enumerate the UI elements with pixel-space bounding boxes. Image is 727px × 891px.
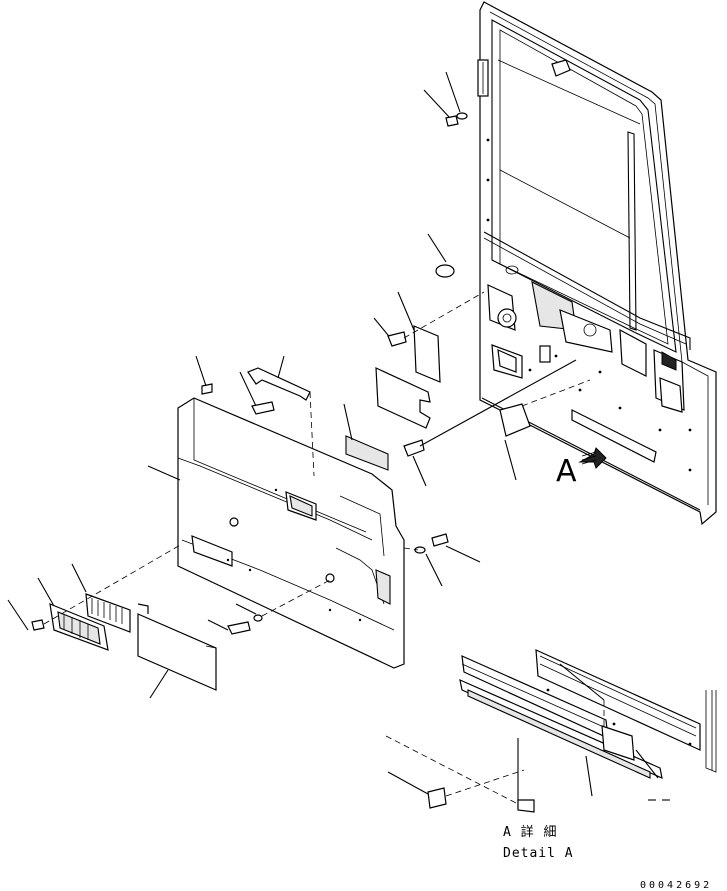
panel-right-fasteners [403, 533, 481, 587]
panel-dots [226, 488, 362, 622]
drawing-code: 00042692 [640, 880, 712, 891]
cover-plate-upper [373, 291, 485, 383]
detail-caption-en: Detail A [503, 846, 574, 861]
view-a-arrow: A [556, 447, 607, 489]
label-card [345, 435, 389, 471]
cap-part [435, 264, 455, 278]
grab-handle [239, 355, 315, 477]
view-label-a: A [556, 454, 577, 489]
detail-caption-jp: A 詳 細 [503, 824, 557, 840]
pocket-cover [137, 603, 217, 699]
lower-panel-fasteners [207, 579, 331, 635]
door-assembly [477, 1, 717, 526]
door-bolt-dots [486, 138, 692, 472]
small-bracket [499, 379, 591, 481]
detail-a-view: A 詳 細 Detail A [385, 649, 717, 861]
inner-trim-panel [177, 397, 405, 669]
door-top-fasteners [423, 71, 468, 127]
grille-assembly [7, 543, 183, 651]
angled-plate [375, 367, 431, 429]
